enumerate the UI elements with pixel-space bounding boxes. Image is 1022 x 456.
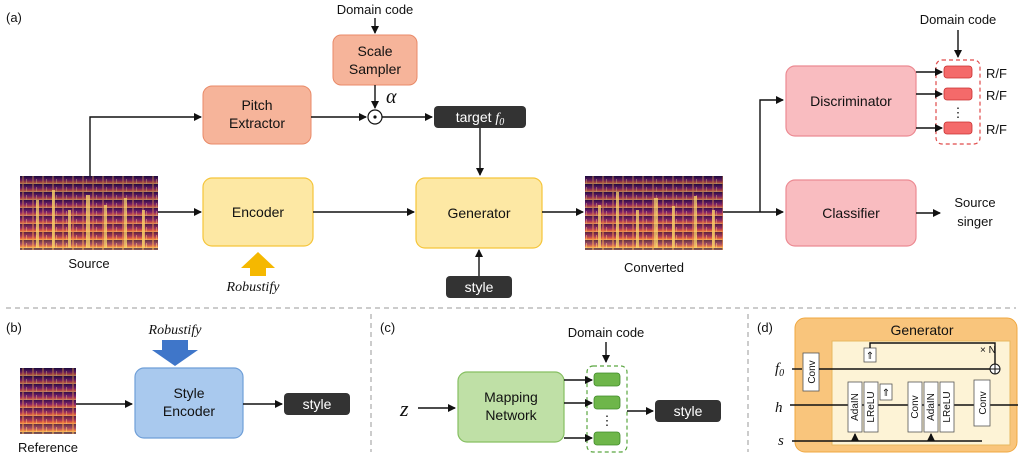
style-output-3 [593,431,621,446]
rf-label-2: R/F [986,88,1007,103]
alpha-symbol: α [386,86,397,108]
adain-block-1 [847,381,863,433]
discriminator-box [785,65,917,137]
domain-code-top-label: Domain code [337,2,414,17]
rf-output-3 [943,121,973,135]
svg-text:⇑: ⇑ [866,351,874,362]
converted-spectrogram [585,176,723,250]
encoder-label: Encoder [232,204,284,220]
style-label-c: style [674,403,703,419]
style-box-b [284,393,350,415]
conv-label-3: Conv [978,391,989,414]
generator-label: Generator [447,205,510,221]
source-spectrogram [20,176,158,250]
style-encoder-label-2: Encoder [163,403,215,419]
f0-conv-label: Conv [807,360,818,383]
pitch-extractor-box [202,85,312,145]
f0-symbol: f0 [775,361,784,379]
style-output-2 [593,395,621,410]
target-f0-box [434,106,526,128]
adain-block-2 [923,381,939,433]
style-encoder-box [134,367,244,439]
panel-label-d: (d) [757,320,773,335]
pitch-extractor-label-1: Pitch [241,97,272,113]
classifier-label: Classifier [822,205,880,221]
source-singer-label-1: Source [954,195,995,210]
lrelu-block-2 [939,381,955,433]
style-label-a: style [465,279,494,295]
f0-conv-block [802,352,820,392]
lrelu-block-1 [863,381,879,433]
rf-selector-frame [935,59,981,145]
conv-block-3 [973,379,991,427]
rf-label-3: R/F [986,122,1007,137]
style-box-a [446,276,512,298]
robustify-label-b: Robustify [148,323,203,338]
adain-label-2: AdaIN [926,393,937,421]
reference-spectrogram [20,368,76,434]
domain-code-c-label: Domain code [568,325,645,340]
rf-output-1 [943,65,973,79]
discriminator-label: Discriminator [810,93,892,109]
domain-code-right-label: Domain code [920,12,997,27]
robustify-arrow-down [152,340,198,366]
svg-text:⋮: ⋮ [952,105,965,120]
source-singer-label-2: singer [957,214,993,229]
scale-sampler-label-1: Scale [357,43,392,59]
generator-box [415,177,543,249]
svg-text:⋮: ⋮ [601,413,614,428]
adain-label-1: AdaIN [850,393,861,421]
robustify-label-a: Robustify [226,280,281,295]
reference-label: Reference [18,440,78,455]
up-block-1 [879,383,893,401]
mapping-network-label-1: Mapping [484,389,538,405]
style-encoder-label-1: Style [173,385,204,401]
style-box-c [655,400,721,422]
rf-output-2 [943,87,973,101]
z-symbol: z [399,396,409,421]
xn-label: × N [980,345,996,356]
svg-text:⇑: ⇑ [882,388,890,399]
lrelu-label-1: LReLU [866,391,877,422]
h-symbol: h [775,400,783,416]
conv-label-2: Conv [910,395,921,418]
panel-label-c: (c) [380,320,395,335]
style-label-b: style [303,396,332,412]
panel-label-b: (b) [6,320,22,335]
panel-label-a: (a) [6,10,22,25]
lrelu-label-2: LReLU [942,391,953,422]
target-f0-label: target f0 [456,109,505,128]
mapping-network-label-2: Network [485,407,537,423]
robustify-arrow-up [241,252,275,276]
pitch-extractor-label-2: Extractor [229,115,285,131]
s-symbol: s [778,433,784,449]
scale-sampler-label-2: Sampler [349,61,401,77]
conv-block-2 [907,381,923,433]
mapping-network-box [457,371,565,443]
converted-label: Converted [624,260,684,275]
rf-label-1: R/F [986,66,1007,81]
style-output-1 [593,372,621,387]
source-label: Source [68,256,109,271]
generator-detail-title: Generator [890,322,953,338]
style-selector-frame [586,365,628,453]
